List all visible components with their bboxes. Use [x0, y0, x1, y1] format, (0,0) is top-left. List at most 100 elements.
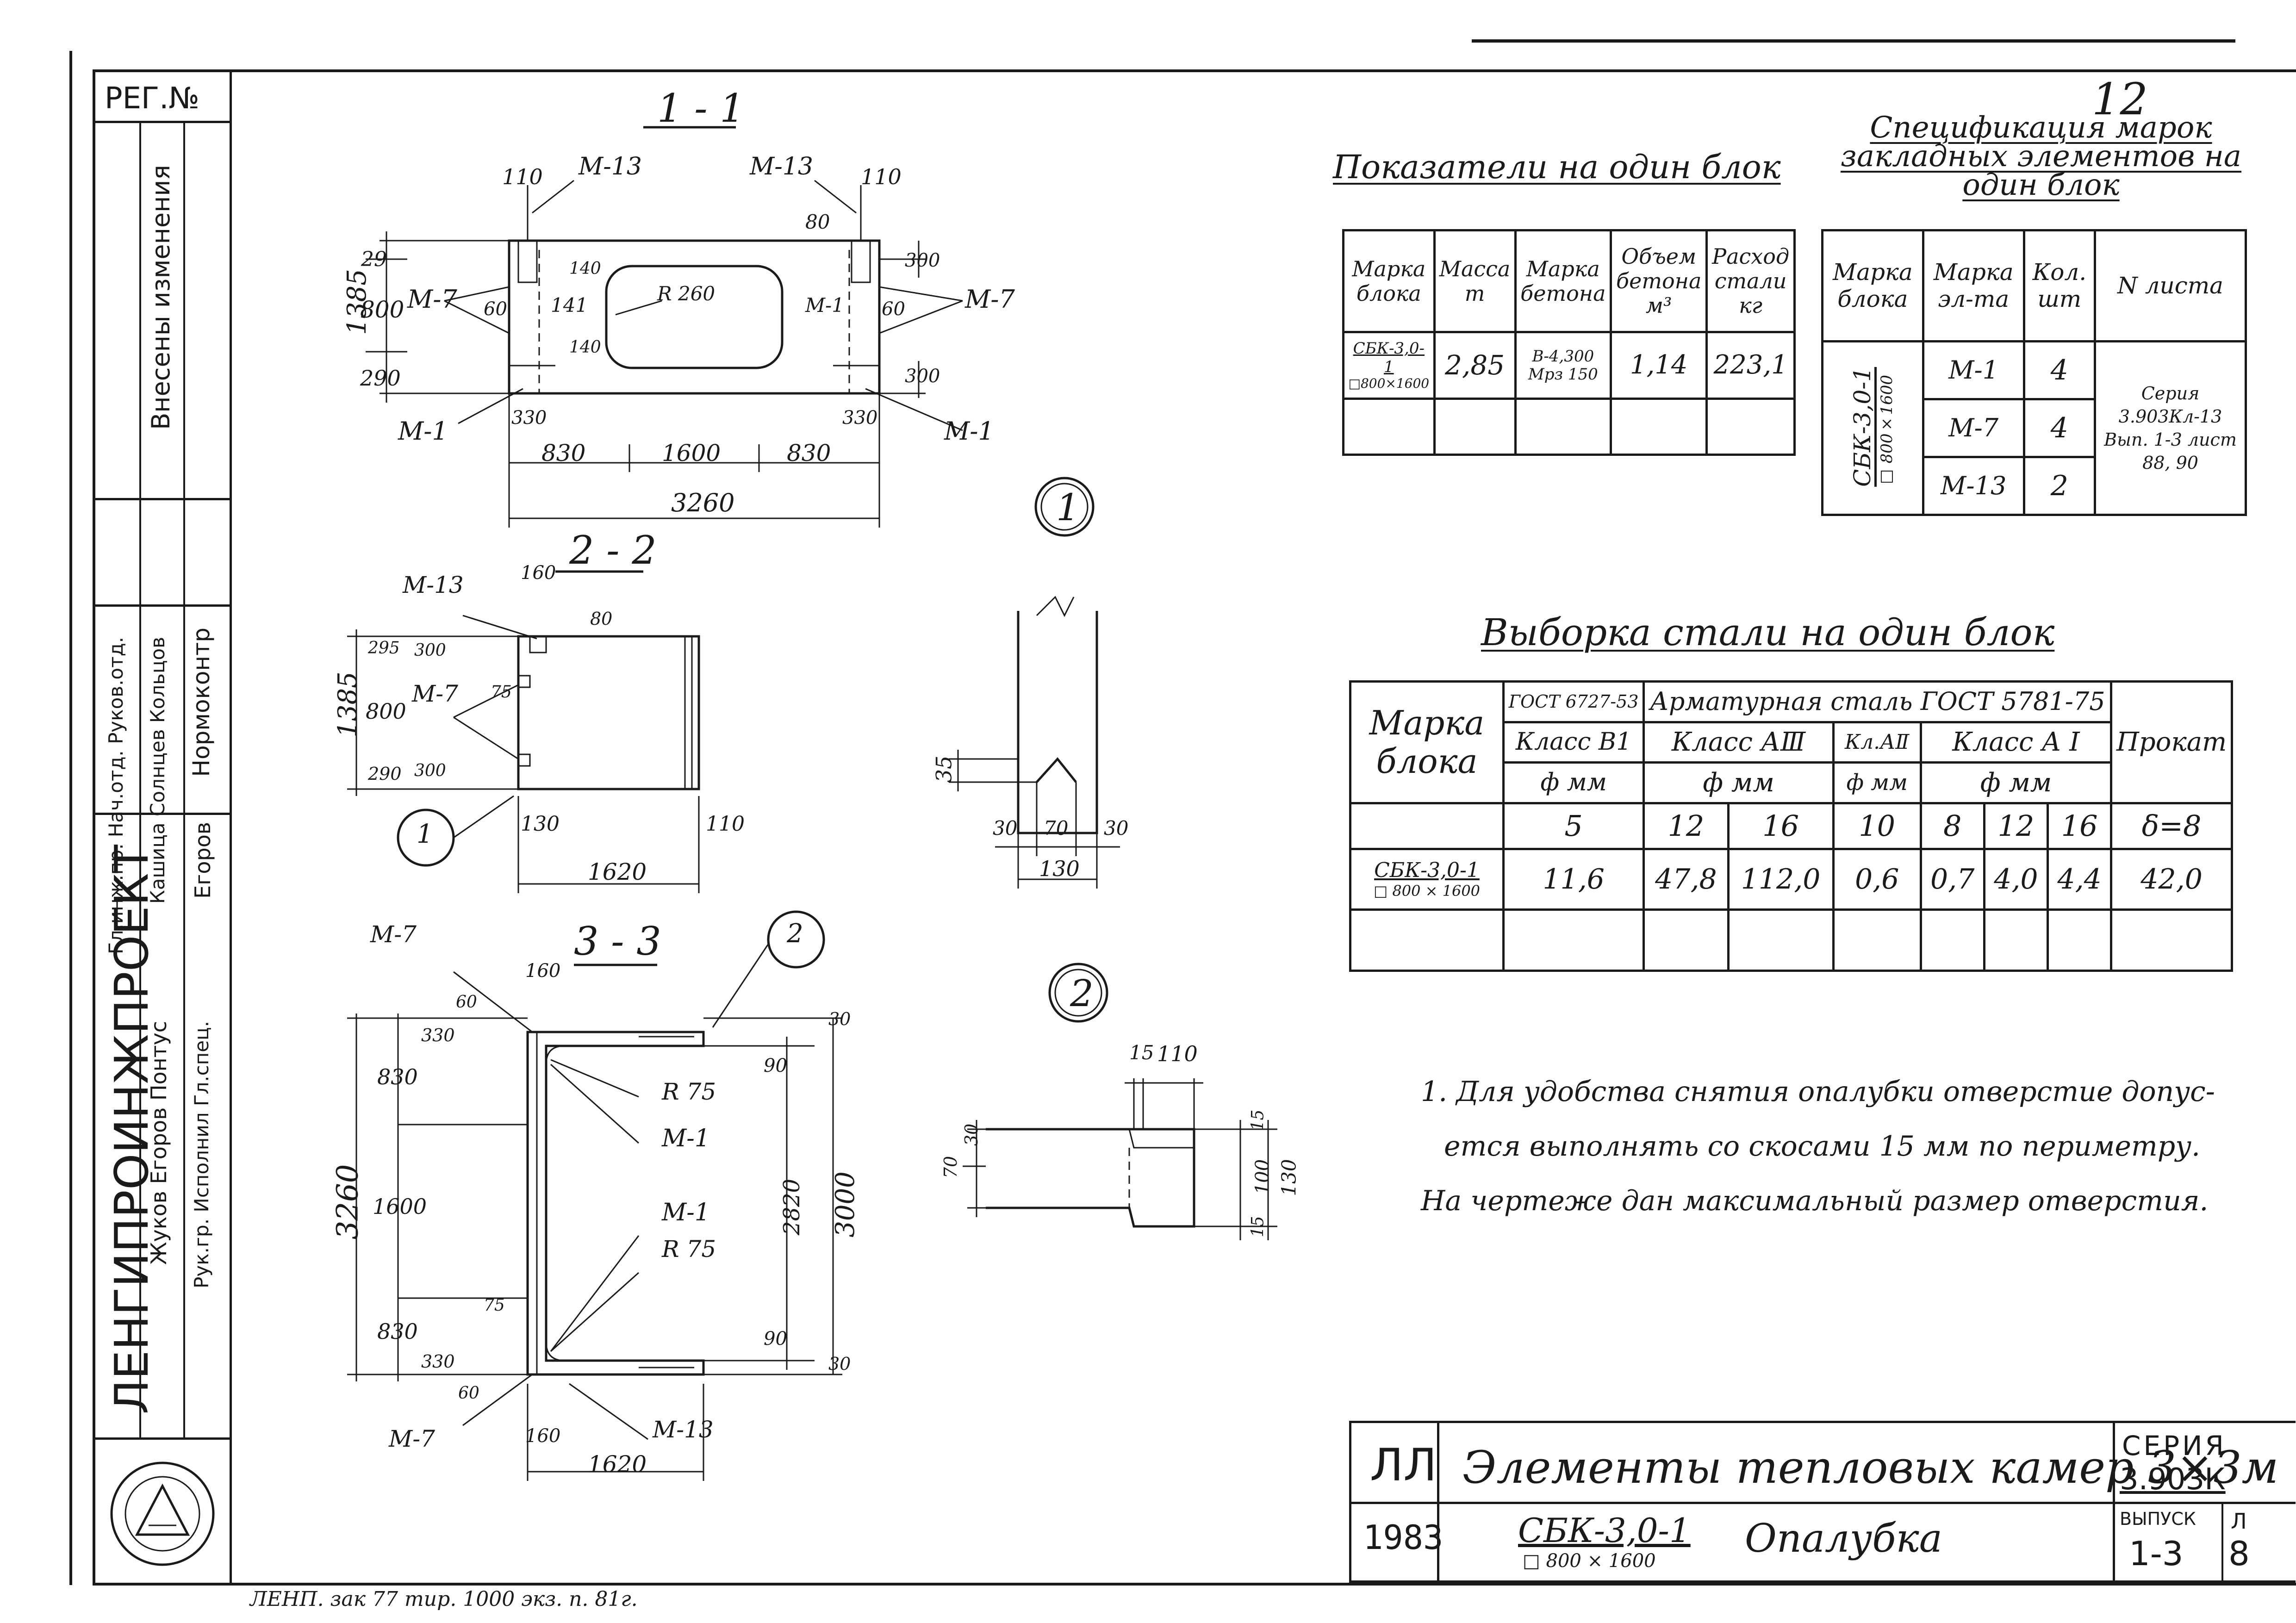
- title-block-block: СБК-3,0-1: [1518, 1511, 1691, 1550]
- node-2-dim-70: 70: [940, 1156, 961, 1179]
- indicators-volume: 1,14: [1610, 331, 1708, 400]
- title-block-block-sub: □ 800 × 1600: [1523, 1550, 1656, 1572]
- dim-3260: 3260: [671, 488, 735, 517]
- header-line: [1472, 39, 2235, 43]
- label-m7-top: М-7: [370, 921, 417, 948]
- title-block-sheet: 8: [2228, 1534, 2250, 1573]
- steel-header-rolled: Прокат: [2110, 680, 2233, 805]
- steel-diam-3: 16: [1727, 802, 1835, 850]
- steel-header-mark: Марка блока: [1349, 680, 1505, 805]
- specification-table: Марка блока Марка эл-та Кол. шт N листа …: [1821, 229, 2247, 516]
- node-1-label: 1: [1056, 486, 1080, 529]
- section-2-2-title: 2 - 2: [569, 528, 657, 573]
- dim-2820: 2820: [779, 1178, 805, 1236]
- spec-header-qty: Кол. шт: [2022, 229, 2097, 342]
- steel-diam-4: 10: [1832, 802, 1922, 850]
- bottom-frame-line: [93, 1583, 2296, 1586]
- node-1-dim-130: 130: [1039, 856, 1080, 881]
- dim-300-bottom: 300: [414, 761, 446, 780]
- indicators-header-concrete: Марка бетона: [1514, 229, 1612, 334]
- spec-block-mark: СБК-3,0-1: [1848, 367, 1876, 487]
- label-m13-right: М-13: [750, 153, 813, 180]
- footer-print-info: ЛЕНП. зак 77 тир. 1000 экз. п. 81г.: [250, 1587, 638, 1611]
- title-block-year: 1983: [1363, 1518, 1444, 1557]
- dim-30-top: 30: [828, 1009, 851, 1029]
- dim-830-left: 830: [541, 440, 586, 466]
- spec-block-cell: СБК-3,0-1 □ 800×1600: [1821, 340, 1924, 516]
- steel-header-class-a3: Класс АⅢ: [1643, 721, 1835, 764]
- dim-160-bottom: 160: [525, 1425, 561, 1447]
- steel-value-1: 11,6: [1502, 847, 1645, 911]
- section-3-3-title: 3 - 3: [574, 919, 661, 964]
- label-r75-top: R 75: [662, 1078, 716, 1105]
- steel-diam-1: 5: [1502, 802, 1645, 850]
- steel-header-class-a2: Кл.АⅡ: [1832, 721, 1922, 764]
- steel-header-diam-a3: ф мм: [1643, 761, 1835, 805]
- indicators-steel: 223,1: [1705, 331, 1796, 400]
- dim-90-bottom: 90: [764, 1328, 787, 1349]
- dim-75: 75: [491, 683, 512, 702]
- dim-140-b: 140: [569, 259, 601, 278]
- title-block-issue: 1-3: [2129, 1534, 2184, 1573]
- dim-330-right: 330: [842, 407, 878, 429]
- spec-header-element: Марка эл-та: [1922, 229, 2025, 342]
- section-3-3-drawing: [347, 910, 842, 1481]
- left-margin-line: [69, 51, 72, 1585]
- label-m7: М-7: [412, 680, 458, 707]
- steel-header-diam-a2: ф мм: [1832, 761, 1922, 805]
- node-1-dim-30-right: 30: [1104, 817, 1129, 839]
- steel-diam-2: 12: [1643, 802, 1730, 850]
- section-2-2-drawing: [347, 570, 700, 893]
- label-r260: R 260: [657, 282, 716, 305]
- steel-header-class-a1: Класс А I: [1919, 721, 2113, 764]
- dim-3260: 3260: [330, 1164, 365, 1240]
- dim-290: 290: [360, 366, 401, 391]
- steel-header-armature: Арматурная сталь ГОСТ 5781-75: [1643, 680, 2113, 723]
- spec-qty-2: 4: [2022, 398, 2097, 458]
- table-row: М-13 2: [1823, 456, 2246, 516]
- dim-130: 130: [521, 812, 560, 836]
- node-1-dim-35: 35: [931, 755, 957, 783]
- dim-60-top: 60: [456, 993, 477, 1012]
- steel-diam-7: 16: [2046, 802, 2113, 850]
- label-m1-bottom: М-1: [662, 1199, 710, 1226]
- note-line-2: ется выполнять со скосами 15 мм по перим…: [1444, 1130, 2201, 1163]
- spec-header-block: Марка блока: [1821, 229, 1924, 342]
- table-row: СБК-3,0-1 □800×1600 2,85 В-4,300 Мрз 150…: [1342, 331, 1796, 400]
- label-m7-right: М-7: [965, 285, 1015, 314]
- steel-header-class-b1: Класс В1: [1502, 721, 1645, 764]
- title-block-name: Элементы тепловых камер 3×3м: [1462, 1442, 2279, 1493]
- note-block: 1. Для удобства снятия опалубки отверсти…: [1421, 1064, 2282, 1228]
- dim-3000: 3000: [830, 1171, 860, 1237]
- label-m7-left: М-7: [407, 285, 457, 314]
- note-line-1: 1. Для удобства снятия опалубки отверсти…: [1421, 1076, 2215, 1108]
- spec-qty-1: 4: [2022, 340, 2097, 400]
- spec-qty-3: 2: [2022, 456, 2097, 516]
- node-1-dim-30-left: 30: [993, 817, 1018, 839]
- dim-290: 290: [368, 764, 402, 784]
- label-m13: М-13: [403, 572, 464, 598]
- dim-295: 295: [368, 639, 400, 658]
- left-frame-line: [93, 69, 95, 1585]
- indicators-header-volume: Объем бетона м³: [1610, 229, 1708, 334]
- note-line-3: На чертеже дан максимальный размер отвер…: [1421, 1185, 2209, 1217]
- steel-selection-table: Марка блока ГОСТ 6727-53 Арматурная стал…: [1349, 680, 2233, 972]
- node-2-dim-15-bottom: 15: [1248, 1216, 1268, 1237]
- steel-value-6: 4,0: [1983, 847, 2049, 911]
- dim-60-bottom: 60: [458, 1384, 479, 1403]
- dim-140-a: 140: [569, 338, 601, 357]
- node-1-drawing: [949, 477, 1120, 889]
- organization-logo: [110, 1461, 215, 1566]
- steel-diam-8: δ=8: [2110, 802, 2233, 850]
- dim-29: 29: [361, 248, 387, 271]
- node-2-dim-30: 30: [961, 1123, 982, 1146]
- steel-diam-6: 12: [1983, 802, 2049, 850]
- indicators-cell-mark: СБК-3,0-1 □800×1600: [1342, 331, 1436, 400]
- dim-300-top: 300: [905, 250, 940, 271]
- indicators-header-steel: Расход стали кг: [1705, 229, 1796, 334]
- title-block-series-label: СЕРИЯ: [2122, 1430, 2227, 1461]
- dim-160-top: 160: [525, 960, 561, 982]
- dim-160: 160: [521, 562, 556, 584]
- label-r75-bottom: R 75: [662, 1236, 716, 1262]
